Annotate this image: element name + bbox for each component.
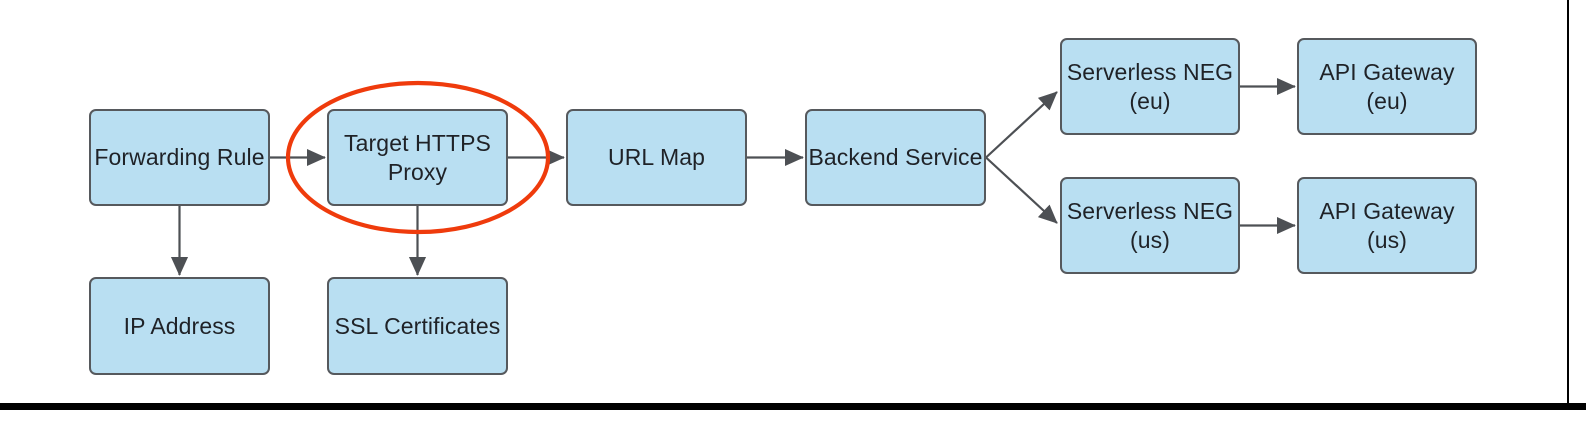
node-forwarding-rule[interactable]: Forwarding Rule	[89, 109, 270, 206]
node-label: Forwarding Rule	[94, 144, 265, 171]
node-api-gateway-us[interactable]: API Gateway (us)	[1297, 177, 1477, 274]
highlight-ellipse-shape	[285, 80, 551, 235]
node-serverless-neg-eu[interactable]: Serverless NEG (eu)	[1060, 38, 1240, 135]
node-label: Serverless NEG (us)	[1066, 197, 1234, 253]
node-label: URL Map	[608, 144, 705, 171]
node-label: Backend Service	[808, 144, 983, 171]
node-label: Target HTTPS Proxy	[344, 129, 491, 185]
highlight-ellipse-annotation	[285, 80, 551, 235]
node-target-https-proxy[interactable]: Target HTTPS Proxy	[327, 109, 508, 206]
node-serverless-neg-us[interactable]: Serverless NEG (us)	[1060, 177, 1240, 274]
frame-bottom-border	[0, 403, 1586, 410]
node-api-gateway-eu[interactable]: API Gateway (eu)	[1297, 38, 1477, 135]
node-label: SSL Certificates	[334, 312, 501, 339]
node-label: IP Address	[123, 312, 236, 339]
node-ssl-certificates[interactable]: SSL Certificates	[327, 277, 508, 375]
node-url-map[interactable]: URL Map	[566, 109, 747, 206]
node-ip-address[interactable]: IP Address	[89, 277, 270, 375]
node-label: API Gateway (eu)	[1319, 58, 1455, 114]
frame-right-border	[1567, 0, 1569, 403]
node-label: Serverless NEG (eu)	[1066, 58, 1234, 114]
edge-backend-service-to-serverless-neg-us	[985, 156, 1058, 224]
edge-backend-service-to-serverless-neg-eu	[985, 91, 1058, 159]
node-label: API Gateway (us)	[1319, 197, 1455, 253]
node-backend-service[interactable]: Backend Service	[805, 109, 986, 206]
